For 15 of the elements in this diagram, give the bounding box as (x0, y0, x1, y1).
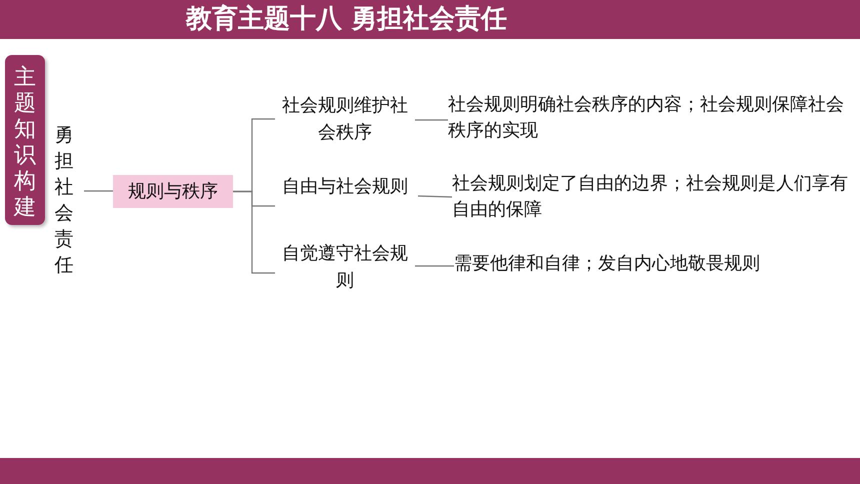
topic-box: 规则与秩序 (113, 175, 233, 208)
vertical-heading: 勇担社会责任 (51, 122, 77, 280)
description-text: 需要他律和自律；发自内心地敬畏规则 (454, 251, 854, 281)
branch-label: 自觉遵守社会规则 (275, 240, 415, 298)
connector-line (415, 265, 454, 267)
branch-label: 自由与社会规则 (275, 173, 415, 231)
connector-line (84, 190, 113, 192)
description-text: 社会规则明确社会秩序的内容；社会规则保障社会秩序的实现 (448, 92, 848, 148)
connector-line (233, 190, 275, 274)
title-bar: 教育主题十八 勇担社会责任 (0, 0, 860, 39)
branch-label: 社会规则维护社会秩序 (275, 92, 415, 150)
connector-line (415, 119, 448, 121)
description-text: 社会规则划定了自由的边界；社会规则是人们享有自由的保障 (452, 171, 852, 227)
connector-line (418, 195, 452, 198)
topic-tab: 主题知识构建 (5, 55, 45, 225)
